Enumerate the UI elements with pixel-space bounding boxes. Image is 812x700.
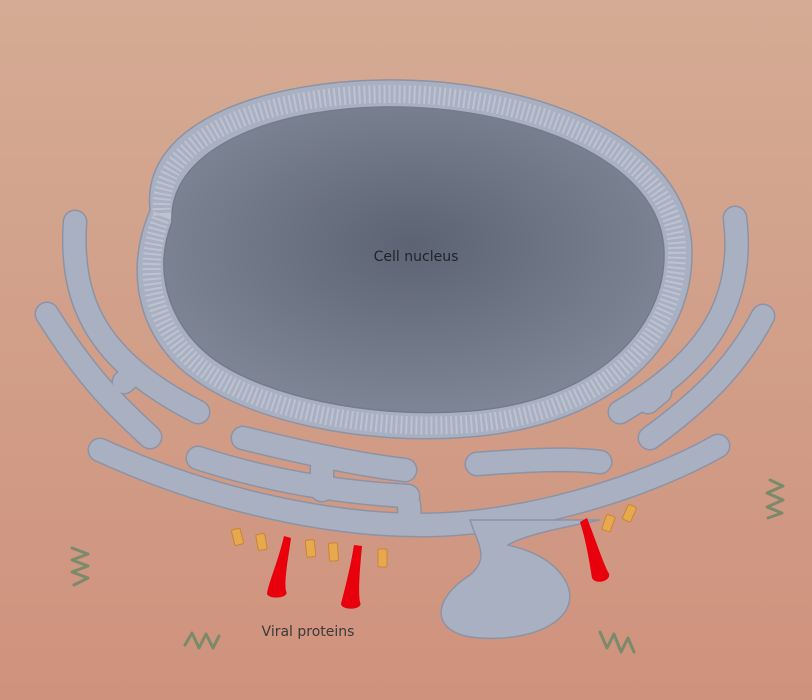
squiggle-icon: [765, 478, 785, 520]
viral-proteins: [267, 518, 610, 609]
viral-protein: [341, 545, 362, 609]
small-protein: [327, 542, 340, 562]
squiggle-icon: [183, 631, 221, 650]
small-protein: [231, 527, 244, 546]
endoplasmic-reticulum: [34, 205, 776, 538]
squiggle-icon: [598, 630, 636, 654]
small-protein: [304, 539, 317, 558]
vesicle: [440, 519, 601, 640]
membrane-proteins: [231, 504, 637, 568]
viral-proteins-label: Viral proteins: [261, 624, 355, 640]
nucleus-core: [163, 106, 665, 414]
nucleus-label: Cell nucleus: [373, 249, 459, 265]
viral-protein: [580, 518, 610, 582]
small-protein: [601, 514, 616, 533]
envelope-striations: [142, 84, 687, 435]
viral-protein: [267, 536, 291, 598]
small-protein: [377, 548, 388, 568]
squiggle-icon: [70, 546, 90, 587]
small-protein: [622, 504, 637, 523]
small-protein: [255, 532, 268, 551]
